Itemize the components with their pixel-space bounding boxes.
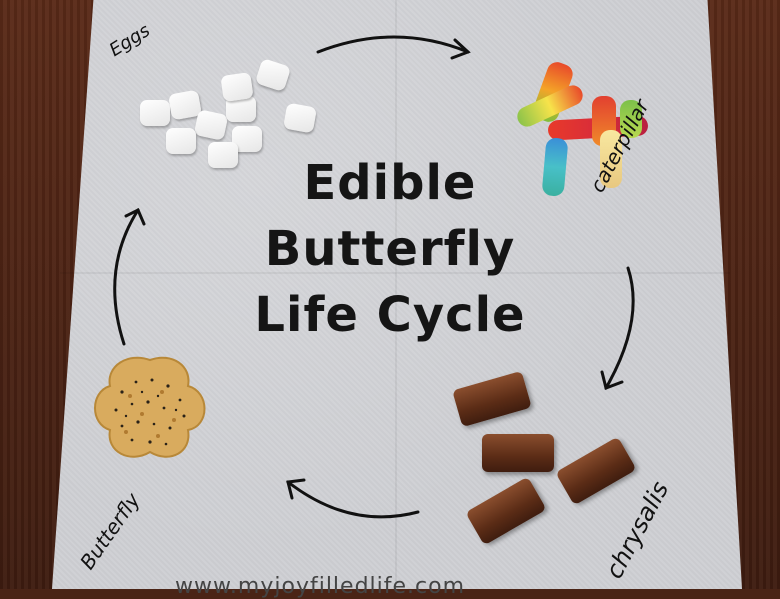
title-line-3: Life Cycle	[254, 287, 526, 343]
arrow-eggs-to-caterpillar	[316, 35, 470, 54]
title-line-1: Edible	[303, 155, 477, 211]
title-line-2: Butterfly	[264, 221, 516, 277]
paper-napkin	[52, 0, 742, 589]
napkin-fold-horizontal	[60, 272, 730, 274]
napkin-fold-vertical	[395, 0, 397, 589]
page-title: Edible Butterfly Life Cycle	[240, 150, 540, 348]
cracker-butterfly	[94, 356, 206, 458]
watermark: www.myjoyfilledlife.com	[174, 574, 466, 599]
arrow-chrysalis-to-butterfly	[286, 480, 420, 519]
arrow-caterpillar-to-chrysalis	[604, 266, 635, 390]
arrow-butterfly-to-eggs	[113, 208, 140, 346]
